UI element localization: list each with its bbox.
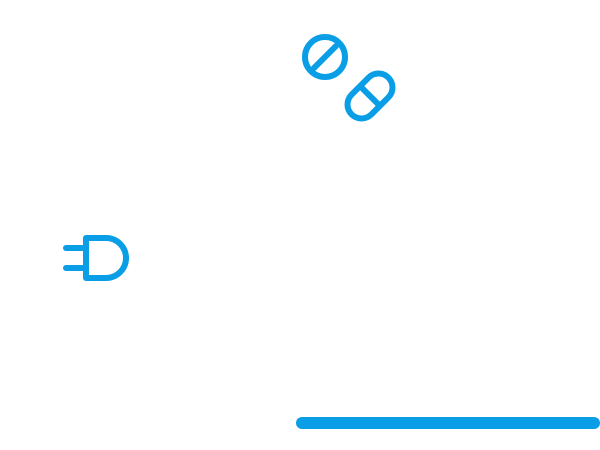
- tablet-pill-icon: [302, 34, 348, 80]
- power-plug-icon: [63, 235, 129, 281]
- capsule-icon: [344, 70, 396, 122]
- progress-bar: [296, 417, 600, 429]
